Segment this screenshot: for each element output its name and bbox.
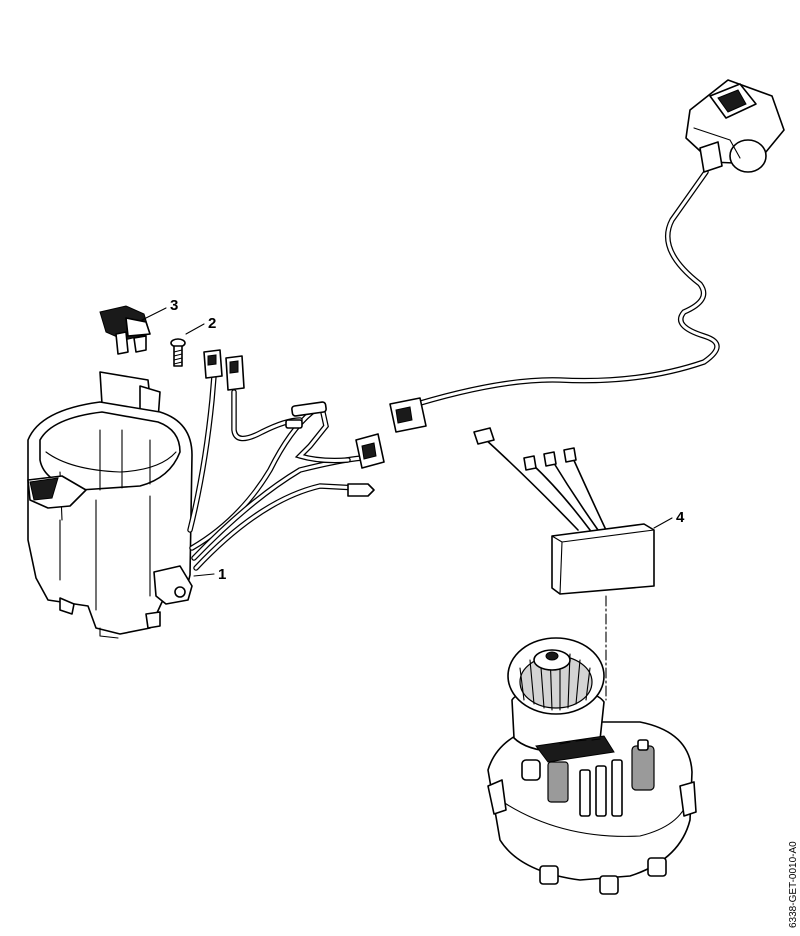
screw-part-2 bbox=[170, 338, 186, 367]
control-module-part-4 bbox=[473, 427, 655, 595]
wiring-harness bbox=[187, 349, 385, 571]
diagram-reference-code: 6338-GET-0010-A0 bbox=[788, 841, 799, 928]
callout-1: 1 bbox=[218, 566, 226, 583]
callout-3: 3 bbox=[170, 297, 178, 314]
housing-shell-part-1 bbox=[27, 371, 193, 639]
callout-2: 2 bbox=[208, 315, 216, 332]
motor-assembly bbox=[487, 637, 697, 895]
callout-4: 4 bbox=[676, 509, 685, 526]
callout-leaders bbox=[141, 307, 673, 577]
switch-clip-part-3 bbox=[99, 305, 151, 355]
sensor-with-cable bbox=[389, 79, 785, 433]
